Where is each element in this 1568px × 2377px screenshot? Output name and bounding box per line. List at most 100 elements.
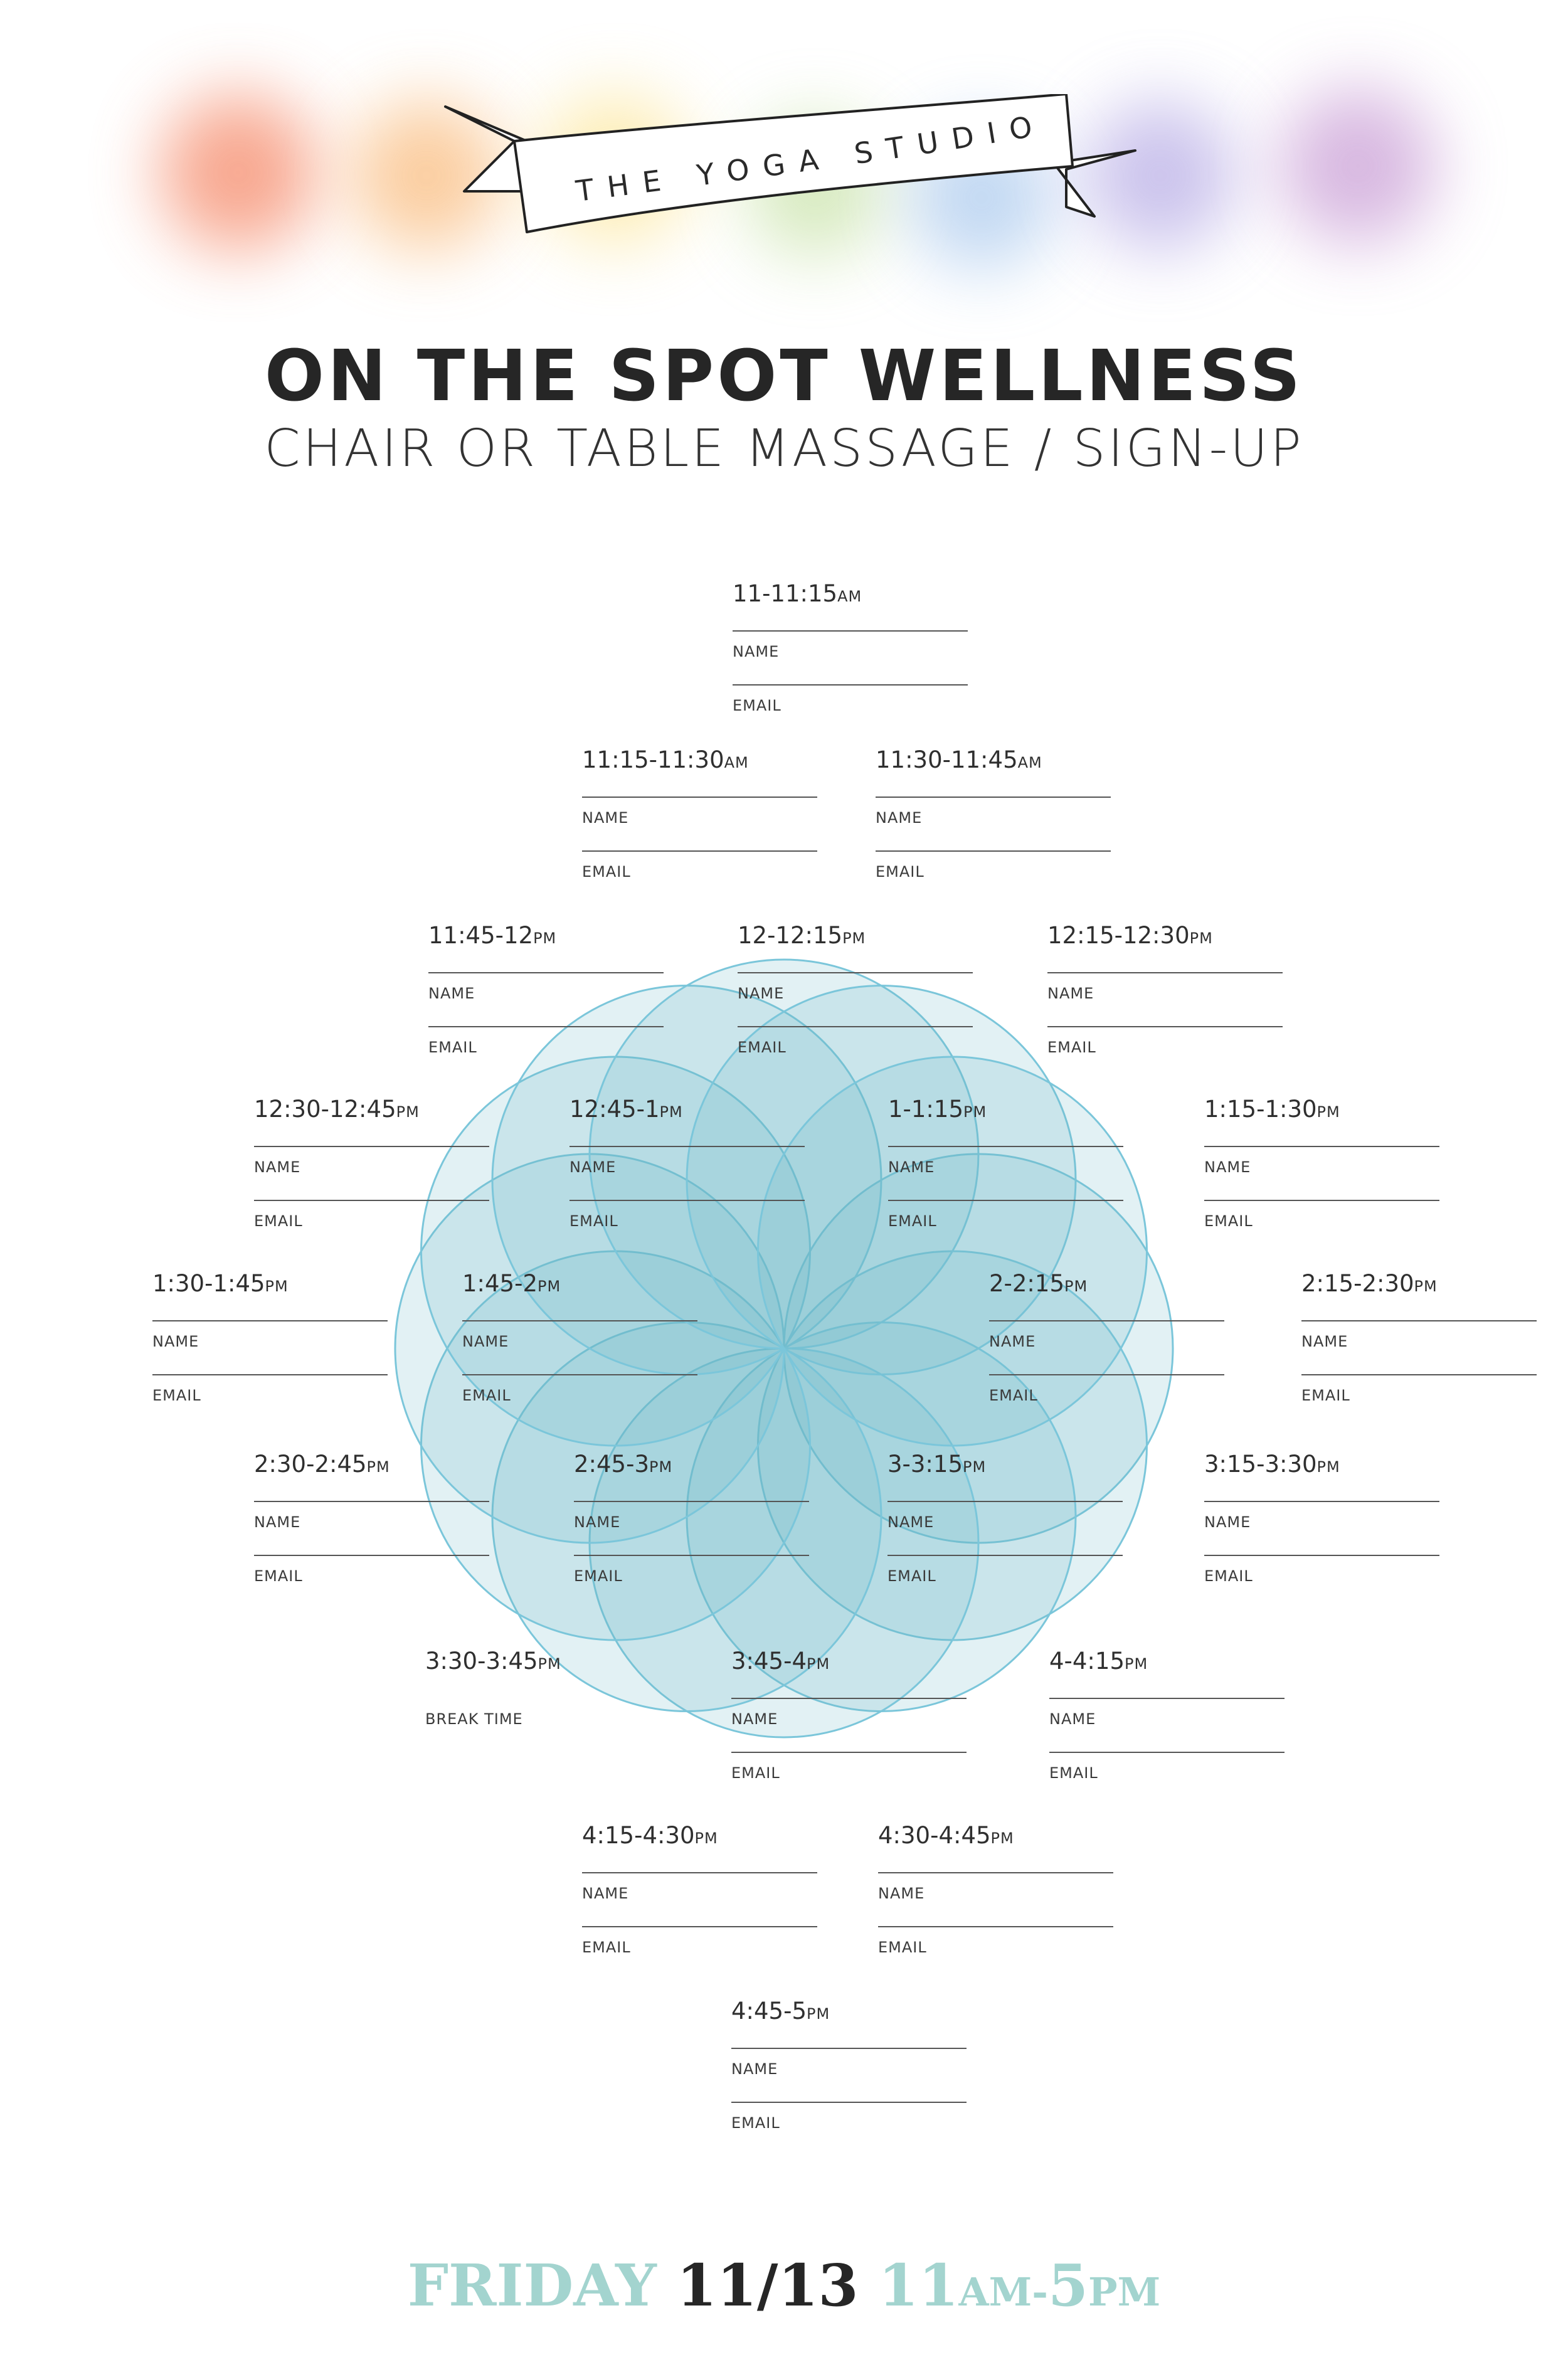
name-line[interactable] (738, 972, 973, 973)
slot-1200[interactable]: 12-12:15PM NAME EMAIL (738, 922, 976, 1072)
event-date-footer: FRIDAY 11/13 11AM-5PM (0, 2252, 1568, 2319)
email-line[interactable] (876, 850, 1111, 852)
name-label: NAME (462, 1333, 509, 1350)
footer-date: 11/13 (676, 2252, 859, 2319)
email-line[interactable] (428, 1026, 664, 1027)
email-line[interactable] (462, 1374, 697, 1375)
slot-0100[interactable]: 1-1:15PM NAME EMAIL (888, 1096, 1126, 1246)
email-line[interactable] (731, 1752, 967, 1753)
page-title: ON THE SPOT WELLNESS (264, 336, 1304, 417)
slot-time: 4:30-4:45PM (878, 1822, 1014, 1849)
email-line[interactable] (1049, 1752, 1285, 1753)
name-line[interactable] (731, 2048, 967, 2049)
email-line[interactable] (731, 2102, 967, 2103)
email-line[interactable] (1047, 1026, 1283, 1027)
name-line[interactable] (876, 797, 1111, 798)
email-line[interactable] (582, 1926, 817, 1927)
name-line[interactable] (428, 972, 664, 973)
slot-0130[interactable]: 1:30-1:45PM NAME EMAIL (152, 1270, 391, 1421)
indigo-blob (1085, 100, 1236, 251)
slot-0315[interactable]: 3:15-3:30PM NAME EMAIL (1204, 1451, 1443, 1601)
slot-0345[interactable]: 3:45-4PM NAME EMAIL (731, 1648, 970, 1798)
slot-1100[interactable]: 11-11:15AM NAME EMAIL (733, 580, 971, 731)
name-line[interactable] (152, 1320, 388, 1321)
name-line[interactable] (574, 1501, 809, 1502)
email-line[interactable] (738, 1026, 973, 1027)
slot-0300[interactable]: 3-3:15PM NAME EMAIL (887, 1451, 1126, 1601)
slot-1215[interactable]: 12:15-12:30PM NAME EMAIL (1047, 922, 1286, 1072)
name-line[interactable] (1204, 1146, 1439, 1147)
email-label: EMAIL (1047, 1039, 1096, 1056)
email-line[interactable] (878, 1926, 1113, 1927)
slot-time: 3:30-3:45PM (425, 1648, 561, 1675)
slot-1130[interactable]: 11:30-11:45AM NAME EMAIL (876, 746, 1114, 897)
name-line[interactable] (569, 1146, 805, 1147)
slot-time: 12:15-12:30PM (1047, 922, 1213, 949)
name-line[interactable] (582, 1872, 817, 1873)
name-line[interactable] (1047, 972, 1283, 973)
name-line[interactable] (887, 1501, 1123, 1502)
slot-time: 11:30-11:45AM (876, 746, 1042, 773)
email-label: EMAIL (1301, 1387, 1350, 1404)
email-line[interactable] (254, 1555, 489, 1556)
slot-0200[interactable]: 2-2:15PM NAME EMAIL (989, 1270, 1227, 1421)
name-label: NAME (733, 643, 780, 660)
name-label: NAME (569, 1158, 617, 1176)
name-label: NAME (731, 1710, 778, 1728)
slot-1230[interactable]: 12:30-12:45PM NAME EMAIL (254, 1096, 492, 1246)
violet-blob (1279, 88, 1436, 245)
name-line[interactable] (462, 1320, 697, 1321)
name-line[interactable] (254, 1501, 489, 1502)
slot-0430[interactable]: 4:30-4:45PM NAME EMAIL (878, 1822, 1116, 1972)
slot-0215[interactable]: 2:15-2:30PM NAME EMAIL (1301, 1270, 1540, 1421)
name-line[interactable] (989, 1320, 1224, 1321)
slot-1115[interactable]: 11:15-11:30AM NAME EMAIL (582, 746, 820, 897)
flower-petal-circle (686, 985, 1077, 1375)
slot-time: 3-3:15PM (887, 1451, 987, 1478)
slot-1245[interactable]: 12:45-1PM NAME EMAIL (569, 1096, 808, 1246)
email-line[interactable] (989, 1374, 1224, 1375)
name-line[interactable] (878, 1872, 1113, 1873)
email-line[interactable] (1204, 1200, 1439, 1201)
name-line[interactable] (1049, 1698, 1285, 1699)
email-line[interactable] (569, 1200, 805, 1201)
email-label: EMAIL (887, 1567, 936, 1585)
email-label: EMAIL (733, 697, 781, 714)
name-label: NAME (1047, 985, 1094, 1002)
slot-0145[interactable]: 1:45-2PM NAME EMAIL (462, 1270, 701, 1421)
email-line[interactable] (733, 684, 968, 686)
email-line[interactable] (1301, 1374, 1537, 1375)
name-label: NAME (152, 1333, 199, 1350)
slot-0230[interactable]: 2:30-2:45PM NAME EMAIL (254, 1451, 492, 1601)
email-line[interactable] (582, 850, 817, 852)
name-line[interactable] (888, 1146, 1123, 1147)
slot-time: 4-4:15PM (1049, 1648, 1148, 1675)
name-label: NAME (888, 1158, 935, 1176)
name-line[interactable] (1301, 1320, 1537, 1321)
name-line[interactable] (731, 1698, 967, 1699)
email-line[interactable] (574, 1555, 809, 1556)
email-line[interactable] (152, 1374, 388, 1375)
slot-0115[interactable]: 1:15-1:30PM NAME EMAIL (1204, 1096, 1443, 1246)
name-line[interactable] (254, 1146, 489, 1147)
slot-0400[interactable]: 4-4:15PM NAME EMAIL (1049, 1648, 1288, 1798)
slot-1145[interactable]: 11:45-12PM NAME EMAIL (428, 922, 667, 1072)
email-line[interactable] (1204, 1555, 1439, 1556)
slot-time: 3:15-3:30PM (1204, 1451, 1340, 1478)
slot-0445[interactable]: 4:45-5PM NAME EMAIL (731, 1998, 970, 2148)
slot-time: 11:45-12PM (428, 922, 557, 949)
email-line[interactable] (888, 1200, 1123, 1201)
slot-time: 4:15-4:30PM (582, 1822, 718, 1849)
slot-0245[interactable]: 2:45-3PM NAME EMAIL (574, 1451, 812, 1601)
name-label: NAME (574, 1513, 621, 1531)
email-label: EMAIL (989, 1387, 1038, 1404)
email-line[interactable] (254, 1200, 489, 1201)
email-line[interactable] (887, 1555, 1123, 1556)
slot-0415[interactable]: 4:15-4:30PM NAME EMAIL (582, 1822, 820, 1972)
email-label: EMAIL (1204, 1567, 1253, 1585)
name-label: NAME (738, 985, 785, 1002)
slot-time: 2:15-2:30PM (1301, 1270, 1438, 1297)
name-line[interactable] (733, 630, 968, 632)
name-line[interactable] (582, 797, 817, 798)
name-line[interactable] (1204, 1501, 1439, 1502)
